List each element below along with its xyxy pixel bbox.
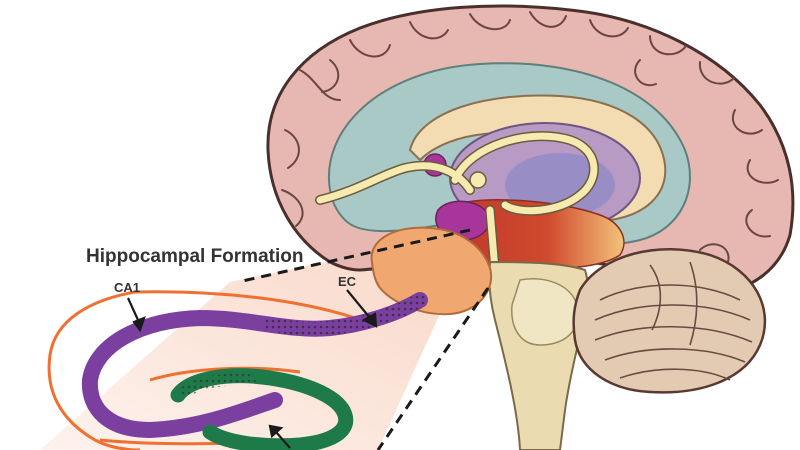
ec-pointer-arrow-icon	[346, 289, 378, 328]
figure-title: Hippocampal Formation	[86, 246, 303, 267]
ec-band-dotted	[263, 293, 427, 336]
ca1-pointer-arrow-icon	[126, 297, 146, 333]
zoom-lines	[237, 228, 490, 450]
ca1-label: CA1	[114, 280, 140, 295]
cerebellar-folia	[594, 261, 753, 381]
dentate-pointer-arrow-icon	[268, 424, 291, 449]
cerebellum	[572, 248, 767, 394]
ec-label: EC	[338, 274, 357, 289]
cortical-gyri	[281, 11, 779, 263]
dentate-dotted	[179, 373, 256, 398]
pons	[511, 278, 579, 346]
zoom-wedge	[40, 230, 478, 450]
anterior-commissure	[469, 171, 487, 189]
